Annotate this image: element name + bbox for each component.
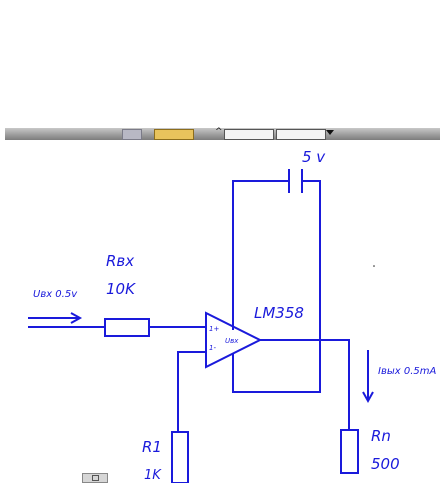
rn-value-label: 500 [371,455,400,473]
dropdown-arrow-icon[interactable] [326,130,334,135]
pin-minus-label: 1- [209,344,216,352]
resistor-r1 [171,431,189,483]
toolbar-button[interactable] [122,129,142,140]
supply-return-wire [232,180,321,393]
input-arrow-head [70,312,83,324]
supply-wire [232,180,289,330]
r1-value-label: 1K [144,468,162,483]
toolbar-field[interactable] [224,129,274,140]
output-current-label: Iвых 0.5mA [378,366,436,377]
toolbar-button[interactable] [154,129,194,140]
caret-icon: ^ [215,127,223,137]
pin-plus-label: 1+ [209,325,219,333]
supply-label: 5 v [302,148,326,166]
rn-name-label: Rn [371,427,391,445]
dot-mark [373,265,375,267]
current-arrow-head [362,391,374,404]
input-voltage-label: Uвх 0.5v [33,289,78,300]
opamp-label: LM358 [254,304,304,322]
rin-name-label: Rвх [106,252,134,270]
resistor-rn [340,429,359,474]
opamp-inner-label: Uвх [225,337,239,345]
resistor-rin [104,318,150,337]
r1-name-label: R1 [142,438,162,456]
output-wire [260,339,350,430]
opamp-triangle [205,311,263,369]
r1-branch-wire [177,351,206,432]
toolbar-dropdown[interactable] [276,129,326,140]
rin-value-label: 10K [106,280,136,298]
toolbar-strip: ^ [5,127,440,140]
document-icon[interactable] [82,473,108,483]
